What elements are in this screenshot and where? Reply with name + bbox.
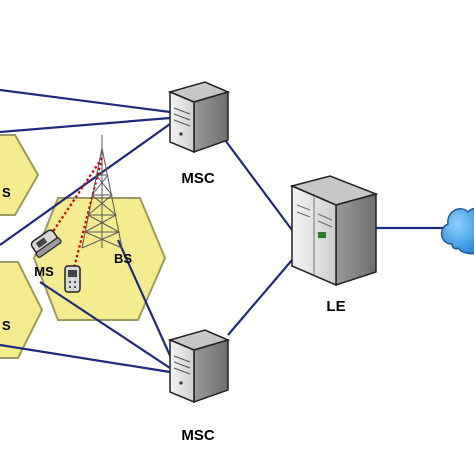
link-cell-msc-bottom-1 xyxy=(39,281,171,369)
cloud-icon xyxy=(440,207,474,255)
bs-left-top-label: S xyxy=(2,185,11,200)
link-edge-msc-top-2 xyxy=(0,116,171,134)
cell-left-top xyxy=(0,134,40,216)
bs-left-bottom-label: S xyxy=(2,318,11,333)
server-icon xyxy=(167,81,231,154)
cell-tower-icon xyxy=(81,135,123,249)
msc-bottom-label: MSC xyxy=(181,427,215,444)
ms-label: MS xyxy=(34,264,54,279)
mobile-phone-icon xyxy=(64,265,81,293)
radio-links xyxy=(51,157,104,269)
server-icon xyxy=(167,329,231,404)
radio-link-ms2 xyxy=(72,157,104,269)
le-label: LE xyxy=(326,298,345,315)
link-bs-msc-bottom xyxy=(116,239,174,361)
mobile-phone-icon xyxy=(30,229,62,258)
radio-link-ms1 xyxy=(51,157,103,234)
link-msc-top-le xyxy=(224,139,293,231)
link-cell-msc-bottom-2 xyxy=(0,343,171,374)
mainframe-icon xyxy=(289,175,379,287)
link-edge-msc-top-1 xyxy=(0,88,171,114)
cell-left-bottom xyxy=(0,261,44,359)
bs-main-label: BS xyxy=(114,251,132,266)
link-msc-bottom-le xyxy=(227,259,293,336)
msc-top-label: MSC xyxy=(181,170,215,187)
